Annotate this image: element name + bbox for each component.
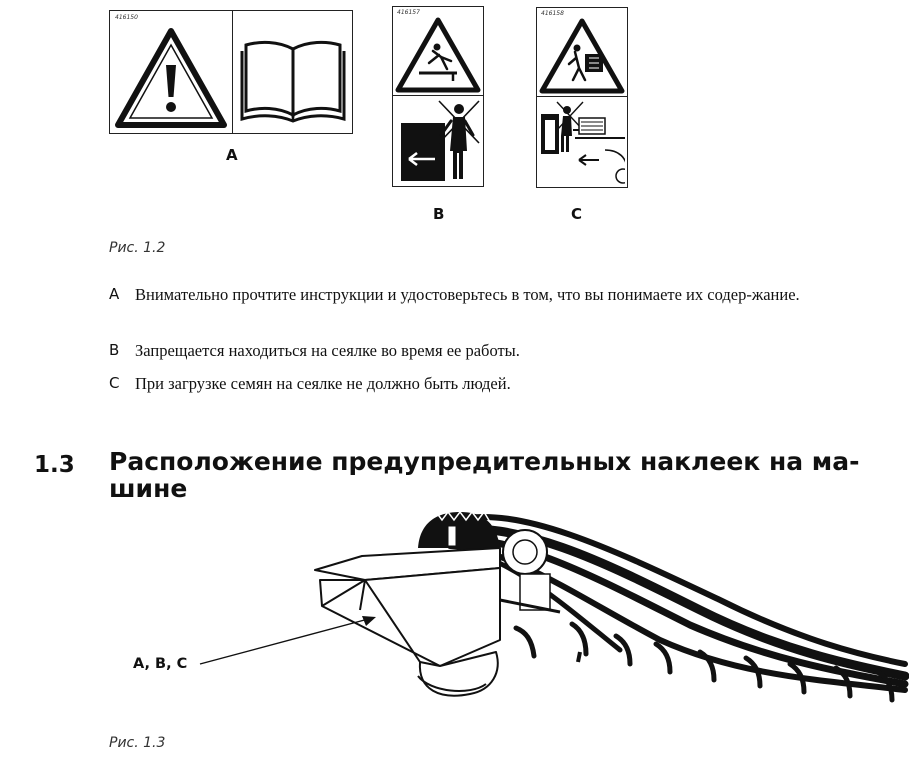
decal-b-divider [393,95,483,96]
decal-a-letter: A [226,146,238,164]
seed-drill-illustration [199,510,909,703]
legend-text-c: При загрузке семян на сеялке не должно б… [135,374,511,393]
manual-book-icon [240,40,346,123]
coulters [513,621,895,703]
no-riding-icon [401,100,480,181]
crush-hazard-triangle-icon [539,18,625,94]
fall-hazard-triangle-icon [395,17,481,93]
distributor-head [418,510,500,548]
legend-text-b: Запрещается находиться на сеялке во врем… [135,341,520,360]
section-number: 1.3 [34,452,75,478]
seed-hopper [314,547,501,697]
figure-1-3-caption: Рис. 1.3 [109,735,166,751]
coulter-tip [576,651,582,663]
decal-b-code: 416157 [397,9,420,16]
decal-c-code: 416158 [541,10,564,17]
machine-frame [499,598,561,614]
legend-key-c: C [109,374,120,392]
legend-item-c: C При загрузке семян на сеялке не должно… [109,373,889,395]
decal-b-letter: B [433,205,445,223]
figure-1-2-caption: Рис. 1.2 [109,240,166,256]
decal-c-divider [537,96,627,97]
decal-a: 416150 [109,10,353,134]
decal-c-letter: C [571,205,583,223]
decal-b: 416157 [392,6,484,187]
label-pointer-line [199,617,373,665]
fan-wheel [502,529,551,611]
decal-a-divider [232,11,233,133]
legend-key-b: B [109,341,120,359]
legend-item-b: B Запрещается находиться на сеялке во вр… [109,340,889,362]
label-pointer-arrowhead [362,616,376,626]
decal-a-code: 416150 [115,14,138,21]
legend-item-a: A Внимательно прочтите инструкции и удос… [109,284,889,328]
decal-c: 416158 [536,7,628,188]
decal-location-label: A, B, C [133,656,188,672]
warning-triangle-icon [115,28,227,128]
section-title: Расположение предупредительных наклеек н… [109,448,899,502]
section-title-line-1: Расположение предупредительных наклеек н… [109,447,860,476]
legend-text-a: Внимательно прочтите инструкции и удосто… [135,285,800,304]
no-people-loading-icon [541,101,625,184]
legend-key-a: A [109,285,120,303]
section-title-line-2: шине [109,474,188,503]
